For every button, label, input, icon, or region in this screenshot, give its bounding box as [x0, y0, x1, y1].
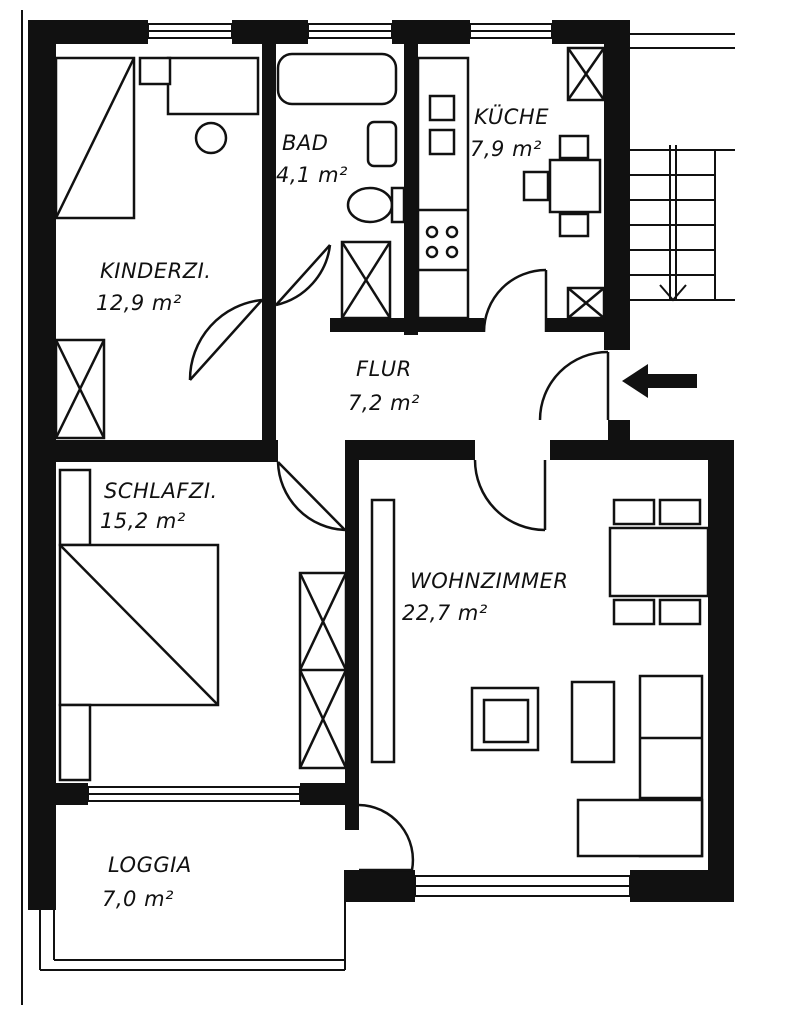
room-name-kinderzimmer: KINDERZI.: [100, 259, 211, 283]
room-wohnzimmer: WOHNZIMMER 22,7 m²: [402, 569, 568, 625]
room-kueche: KÜCHE 7,9 m²: [470, 104, 549, 161]
loggia-outline: [39, 805, 346, 971]
room-kinderzimmer: KINDERZI. 12,9 m²: [96, 259, 211, 315]
room-name-flur: FLUR: [356, 357, 412, 381]
room-name-schlafzimmer: SCHLAFZI.: [104, 479, 218, 503]
room-area-kueche: 7,9 m²: [470, 137, 542, 161]
room-flur: FLUR 7,2 m²: [348, 357, 420, 415]
room-area-loggia: 7,0 m²: [102, 887, 174, 911]
room-area-bad: 4,1 m²: [276, 163, 348, 187]
windows: [87, 23, 735, 897]
doors: [188, 244, 610, 872]
room-loggia: LOGGIA 7,0 m²: [102, 853, 192, 911]
room-area-kinderzimmer: 12,9 m²: [96, 291, 182, 315]
room-area-wohnzimmer: 22,7 m²: [402, 601, 488, 625]
room-name-loggia: LOGGIA: [108, 853, 192, 877]
room-bad: BAD 4,1 m²: [276, 131, 348, 187]
room-schlafzimmer: SCHLAFZI. 15,2 m²: [100, 479, 218, 533]
room-area-schlafzimmer: 15,2 m²: [100, 509, 186, 533]
room-area-flur: 7,2 m²: [348, 391, 420, 415]
room-name-bad: BAD: [282, 131, 328, 155]
staircase-icon: [630, 145, 735, 302]
furniture: [54, 46, 710, 858]
entrance-arrow-icon: [622, 364, 697, 398]
walls: [28, 20, 734, 910]
room-name-kueche: KÜCHE: [474, 104, 549, 129]
room-name-wohnzimmer: WOHNZIMMER: [410, 569, 568, 593]
